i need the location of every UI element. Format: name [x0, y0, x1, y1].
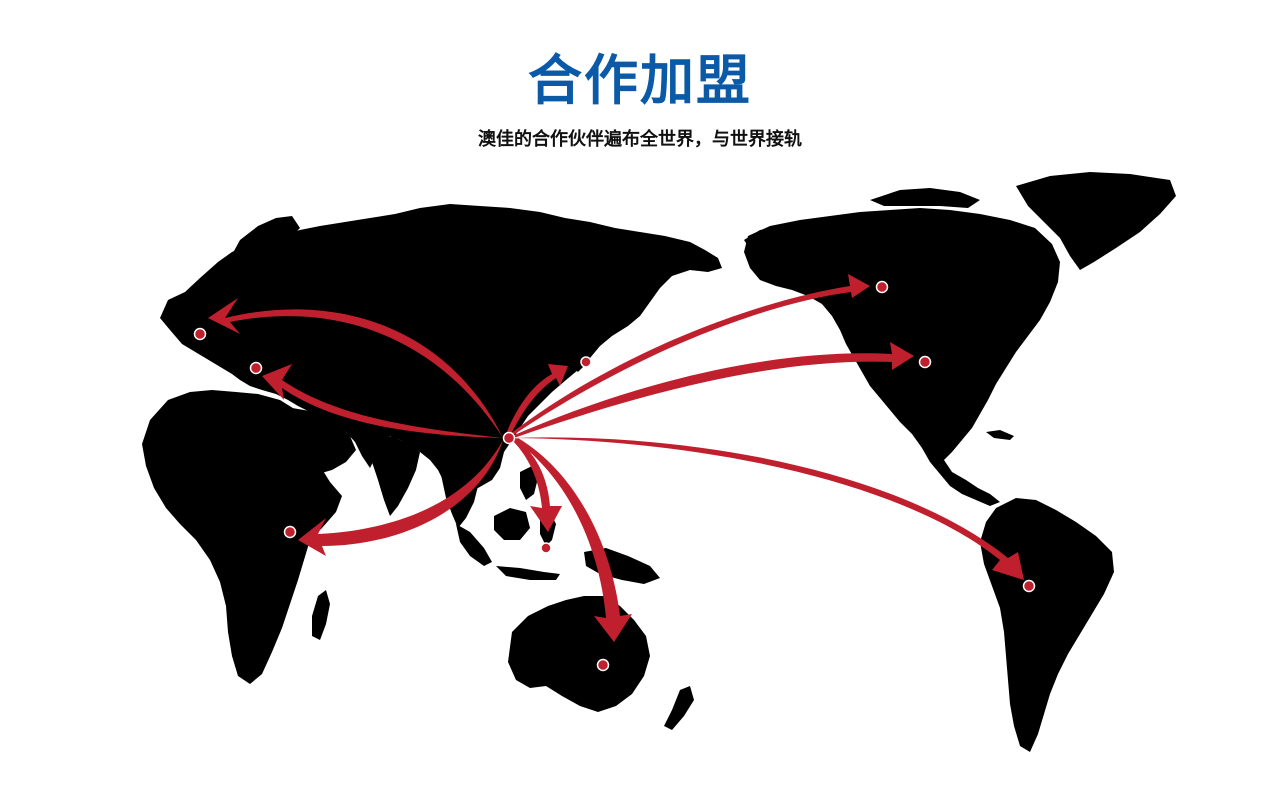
marker-hub-china — [502, 431, 516, 445]
landmass-java — [496, 566, 560, 580]
route-to-southeast-europe — [262, 364, 503, 438]
landmass-scandinavia — [228, 216, 300, 276]
landmass-arctic-islands — [870, 188, 980, 208]
marker-southeast-asia — [540, 542, 552, 554]
route-to-southeast-asia — [512, 438, 562, 532]
route-to-western-canada — [510, 274, 870, 436]
route-to-western-europe — [208, 298, 503, 438]
landmass-japan — [572, 312, 600, 372]
landmass-greenland — [1016, 172, 1176, 270]
page-subtitle: 澳佳的合作伙伴遍布全世界，与世界接轨 — [478, 129, 802, 150]
route-to-australia — [515, 438, 632, 642]
landmass-australia — [508, 596, 650, 712]
marker-japan — [580, 356, 592, 368]
marker-east-africa — [283, 525, 297, 539]
route-to-east-africa — [298, 440, 503, 556]
marker-south-america — [1022, 579, 1036, 593]
landmass-caribbean — [986, 430, 1014, 440]
land-masses — [142, 172, 1176, 752]
landmass-south-america — [980, 498, 1114, 752]
partner-routes — [208, 274, 1024, 642]
landmass-africa — [142, 390, 342, 684]
landmass-britain — [176, 290, 196, 318]
landmass-new-zealand — [664, 686, 694, 730]
route-to-japan — [506, 364, 568, 436]
landmass-alaska — [744, 228, 790, 254]
marker-western-europe — [193, 327, 207, 341]
marker-australia — [596, 658, 610, 672]
landmass-madagascar — [312, 590, 330, 640]
landmass-borneo — [494, 508, 530, 540]
marker-southeast-europe — [249, 361, 263, 375]
landmass-eurasia — [160, 204, 722, 502]
marker-united-states — [918, 355, 932, 369]
landmass-philippines — [520, 466, 538, 500]
marker-western-canada — [875, 280, 889, 294]
landmass-india — [372, 436, 420, 516]
landmass-sumatra — [456, 524, 492, 566]
page-title: 合作加盟 — [528, 49, 752, 112]
route-to-south-america — [514, 437, 1024, 580]
partner-markers — [193, 280, 1036, 672]
